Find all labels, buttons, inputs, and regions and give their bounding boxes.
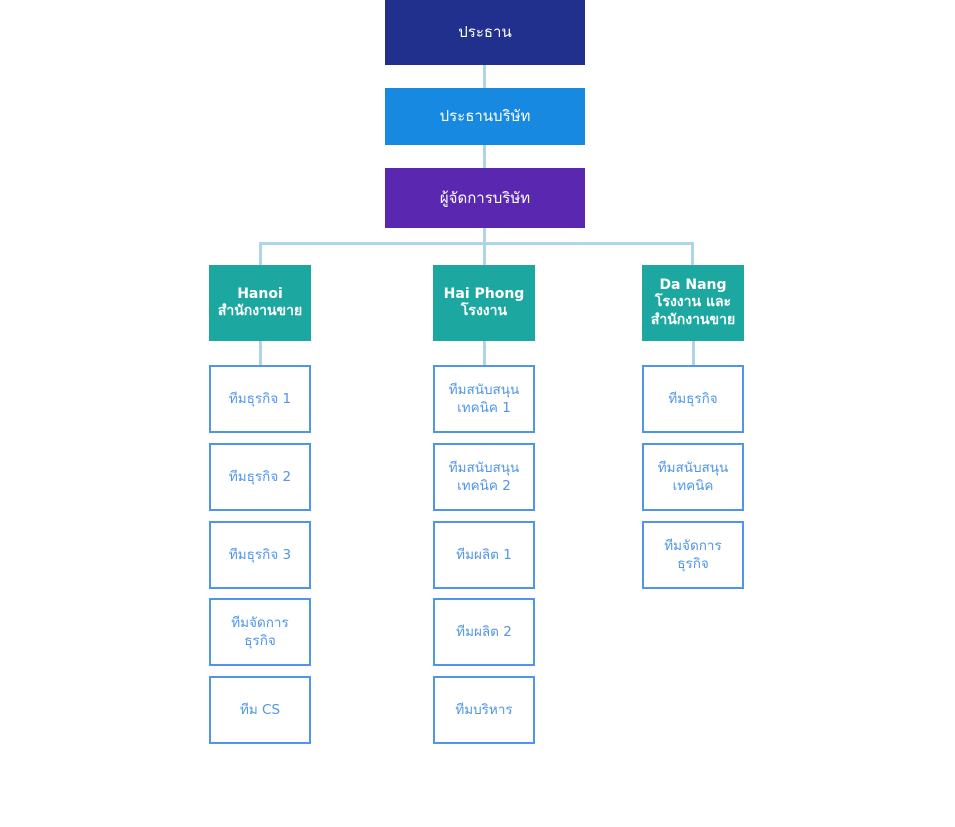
leaf-hanoi-team-4-label-line2: ธุรกิจ — [244, 633, 276, 649]
connector-president-manager — [483, 145, 486, 168]
leaf-da-nang-team-2[interactable]: ทีมสนับสนุน เทคนิค — [642, 443, 744, 511]
leaf-hai-phong-team-1-label-line1: ทีมสนับสนุน — [448, 381, 520, 398]
leaf-da-nang-team-3-label-line1: ทีมจัดการ — [664, 537, 722, 554]
leaf-hanoi-team-1[interactable]: ทีมธุรกิจ 1 — [209, 365, 311, 433]
leaf-hanoi-team-4-label-line1: ทีมจัดการ — [231, 614, 289, 631]
node-chairman[interactable]: ประธาน — [385, 0, 585, 65]
branch-hai-phong-subtitle: โรงงาน — [460, 303, 508, 319]
node-branch-hanoi[interactable]: Hanoi สำนักงานขาย — [209, 265, 311, 341]
leaf-hanoi-team-2-label: ทีมธุรกิจ 2 — [228, 468, 292, 485]
leaf-hanoi-team-5[interactable]: ทีม CS — [209, 676, 311, 744]
leaf-hai-phong-team-5[interactable]: ทีมบริหาร — [433, 676, 535, 744]
leaf-hai-phong-team-2[interactable]: ทีมสนับสนุน เทคนิค 2 — [433, 443, 535, 511]
leaf-hanoi-team-2[interactable]: ทีมธุรกิจ 2 — [209, 443, 311, 511]
leaf-da-nang-team-3-label-line2: ธุรกิจ — [677, 556, 709, 572]
leaf-hai-phong-team-4-label: ทีมผลิต 2 — [456, 623, 512, 640]
leaf-hai-phong-team-1-label-line2: เทคนิค 1 — [457, 400, 511, 416]
leaf-da-nang-team-2-label-line2: เทคนิค — [672, 478, 714, 494]
branch-da-nang-subtitle-line1: โรงงาน และ — [654, 294, 732, 311]
branch-da-nang-subtitle-line2: สำนักงานขาย — [650, 311, 736, 328]
leaf-hanoi-team-1-label: ทีมธุรกิจ 1 — [228, 390, 292, 407]
connector-bus-hanoi — [259, 242, 262, 266]
leaf-hai-phong-team-3[interactable]: ทีมผลิต 1 — [433, 521, 535, 589]
leaf-hai-phong-team-3-label: ทีมผลิต 1 — [456, 546, 512, 563]
connector-manager-drop — [483, 228, 486, 266]
leaf-hanoi-team-3-label: ทีมธุรกิจ 3 — [228, 546, 292, 563]
connector-haiphong-teams — [483, 341, 486, 366]
connector-danang-teams — [692, 341, 695, 366]
branch-hanoi-subtitle: สำนักงานขาย — [217, 303, 303, 319]
node-president[interactable]: ประธานบริษัท — [385, 88, 585, 145]
branch-hanoi-title: Hanoi — [237, 285, 283, 302]
leaf-da-nang-team-1[interactable]: ทีมธุรกิจ — [642, 365, 744, 433]
leaf-hanoi-team-5-label: ทีม CS — [239, 701, 281, 718]
leaf-hai-phong-team-1[interactable]: ทีมสนับสนุน เทคนิค 1 — [433, 365, 535, 433]
node-manager[interactable]: ผู้จัดการบริษัท — [385, 168, 585, 228]
node-chairman-label: ประธาน — [458, 23, 512, 42]
connector-chairman-president — [483, 65, 486, 88]
leaf-hai-phong-team-2-label-line2: เทคนิค 2 — [457, 478, 511, 494]
node-branch-hai-phong[interactable]: Hai Phong โรงงาน — [433, 265, 535, 341]
node-manager-label: ผู้จัดการบริษัท — [439, 188, 531, 207]
leaf-hai-phong-team-5-label: ทีมบริหาร — [455, 701, 513, 718]
leaf-hanoi-team-4[interactable]: ทีมจัดการ ธุรกิจ — [209, 598, 311, 666]
branch-da-nang-title: Da Nang — [659, 276, 727, 293]
connector-branch-bus — [259, 242, 694, 245]
node-president-label: ประธานบริษัท — [439, 107, 531, 126]
leaf-hai-phong-team-2-label-line1: ทีมสนับสนุน — [448, 459, 520, 476]
leaf-da-nang-team-3[interactable]: ทีมจัดการ ธุรกิจ — [642, 521, 744, 589]
leaf-hai-phong-team-4[interactable]: ทีมผลิต 2 — [433, 598, 535, 666]
leaf-da-nang-team-2-label-line1: ทีมสนับสนุน — [657, 459, 729, 476]
leaf-hanoi-team-3[interactable]: ทีมธุรกิจ 3 — [209, 521, 311, 589]
node-branch-da-nang[interactable]: Da Nang โรงงาน และ สำนักงานขาย — [642, 265, 744, 341]
leaf-da-nang-team-1-label: ทีมธุรกิจ — [668, 390, 718, 407]
branch-hai-phong-title: Hai Phong — [443, 285, 525, 302]
connector-bus-danang — [691, 242, 694, 266]
connector-hanoi-teams — [259, 341, 262, 366]
